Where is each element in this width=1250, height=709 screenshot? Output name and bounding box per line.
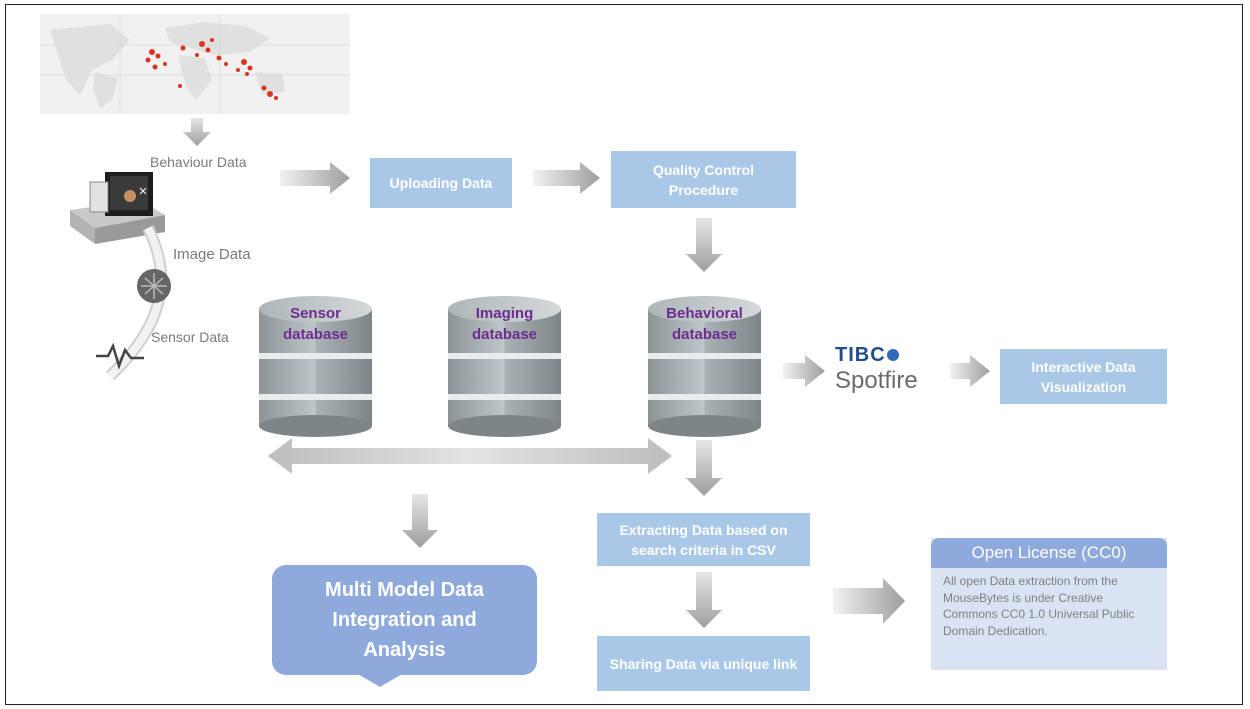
- sharing-data-box: Sharing Data via unique link: [597, 636, 810, 691]
- arrow-map-down: [183, 118, 211, 146]
- interactive-visualization-box: Interactive Data Visualization: [1000, 349, 1167, 404]
- bidirectional-arrow: [268, 438, 672, 474]
- behaviour-data-label: Behaviour Data: [150, 154, 247, 170]
- arrow-db-to-spotfire: [783, 355, 825, 387]
- spotfire-logo: TIBC Spotfire: [835, 344, 940, 394]
- sensor-database-cylinder: [259, 296, 372, 437]
- behavioral-database-label: Behavioral database: [666, 305, 743, 343]
- tibco-mark-icon: [886, 349, 899, 361]
- image-data-label: Image Data: [173, 246, 251, 263]
- imaging-database-cylinder: [448, 296, 561, 437]
- signal-icon: [96, 342, 144, 370]
- uploading-data-box: Uploading Data: [370, 158, 512, 208]
- callout-pointer: [356, 673, 404, 687]
- license-title: Open License (CC0): [931, 538, 1167, 568]
- extracting-data-box: Extracting Data based on search criteria…: [597, 513, 810, 566]
- sensor-database-label: Sensor database: [282, 305, 349, 343]
- world-map: [40, 14, 350, 114]
- arrow-extract-down: [686, 572, 722, 628]
- arrow-upload-to-qc: [533, 162, 600, 194]
- multi-model-text: Multi Model Data Integration and Analysi…: [325, 579, 484, 661]
- license-text: All open Data extraction from the MouseB…: [943, 574, 1135, 638]
- arrow-db-down: [686, 440, 722, 496]
- imaging-database-label: Imaging database: [471, 305, 538, 343]
- open-license-panel: Open License (CC0) All open Data extract…: [931, 538, 1167, 670]
- apparatus-illustration: [70, 172, 165, 244]
- spotfire-wordmark: Spotfire: [835, 367, 918, 394]
- tibco-wordmark: TIBC: [835, 344, 886, 366]
- arrow-to-multimodel: [402, 494, 438, 548]
- sensor-data-label: Sensor Data: [151, 329, 229, 345]
- arrow-behaviour-to-upload: [280, 162, 350, 194]
- brain-icon: [137, 269, 171, 303]
- quality-control-box: Quality Control Procedure: [611, 151, 796, 208]
- arrow-spotfire-to-viz: [950, 355, 990, 387]
- arrow-to-license: [833, 578, 905, 624]
- multi-model-callout: Multi Model Data Integration and Analysi…: [272, 565, 537, 675]
- arrow-qc-down: [686, 218, 722, 272]
- behavioral-database-cylinder: [648, 296, 761, 437]
